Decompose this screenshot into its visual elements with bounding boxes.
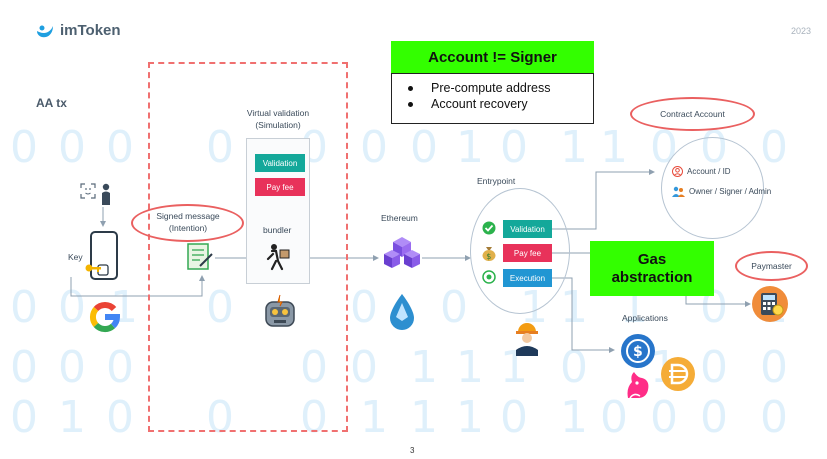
- calculator-icon: [752, 286, 788, 322]
- svg-text:0: 0: [206, 392, 234, 443]
- svg-text:1: 1: [456, 342, 484, 393]
- svg-text:1: 1: [410, 392, 438, 443]
- list-item: Account recovery: [408, 96, 585, 112]
- svg-text:0: 0: [760, 342, 788, 393]
- signed-message-ellipse: [131, 204, 244, 242]
- ep-pay-fee-pill: Pay fee: [503, 244, 552, 262]
- svg-text:0: 0: [300, 392, 328, 443]
- person-icon: [102, 183, 110, 205]
- key-icon: [85, 264, 101, 272]
- svg-text:0: 0: [58, 282, 86, 333]
- account-features-list: Pre-compute address Account recovery: [391, 73, 594, 124]
- svg-text:1: 1: [360, 392, 388, 443]
- courier-icon: [266, 244, 290, 271]
- svg-text:0: 0: [10, 122, 38, 173]
- svg-text:0: 0: [500, 392, 528, 443]
- uniswap-icon: [627, 372, 649, 399]
- svg-text:0: 0: [106, 342, 134, 393]
- svg-text:0: 0: [650, 392, 678, 443]
- imtoken-logo-icon: [37, 25, 53, 37]
- ethereum-drop-icon: [390, 294, 414, 330]
- svg-text:0: 0: [58, 122, 86, 173]
- vv-pay-fee-pill: Pay fee: [255, 178, 305, 196]
- svg-text:0: 0: [700, 392, 728, 443]
- account-signer-heading: Account != Signer: [391, 41, 594, 73]
- svg-text:0: 0: [10, 392, 38, 443]
- svg-text:0: 0: [350, 342, 378, 393]
- svg-text:1: 1: [456, 392, 484, 443]
- money-bag-icon: $: [482, 247, 496, 261]
- imtoken-logo: imToken: [36, 22, 121, 39]
- svg-text:$: $: [486, 252, 491, 261]
- blockchain-cubes-icon: [384, 237, 420, 268]
- ca-roles: Owner / Signer / Admin: [672, 186, 771, 197]
- svg-text:0: 0: [360, 122, 388, 173]
- ca-account-id: Account / ID: [672, 166, 731, 177]
- people-icon: [672, 186, 685, 197]
- list-item: Pre-compute address: [408, 80, 585, 96]
- svg-text:0: 0: [106, 122, 134, 173]
- svg-text:0: 0: [10, 342, 38, 393]
- svg-text:0: 0: [760, 122, 788, 173]
- vv-validation-pill: Validation: [255, 154, 305, 172]
- applications-label: Applications: [622, 313, 668, 323]
- check-icon: [482, 221, 496, 235]
- ethereum-label: Ethereum: [381, 213, 418, 223]
- paymaster-label: Paymaster: [751, 261, 792, 271]
- face-id-icon: [80, 183, 96, 199]
- dai-icon: [661, 357, 695, 391]
- svg-text:1: 1: [456, 122, 484, 173]
- execution-icon: [482, 270, 496, 284]
- svg-text:1: 1: [58, 392, 86, 443]
- paymaster-ellipse: [735, 251, 808, 281]
- svg-text:0: 0: [700, 342, 728, 393]
- svg-text:1: 1: [560, 392, 588, 443]
- contract-account-label: Contract Account: [660, 109, 725, 119]
- svg-text:0: 0: [58, 342, 86, 393]
- svg-text:0: 0: [500, 122, 528, 173]
- svg-text:1: 1: [560, 122, 588, 173]
- usdc-icon: $: [621, 334, 655, 368]
- robot-icon: [265, 294, 295, 327]
- signed-message-label: Signed message (Intention): [156, 211, 220, 233]
- bundler-label: bundler: [263, 225, 292, 235]
- user-circle-icon: [672, 166, 683, 177]
- svg-text:0: 0: [106, 392, 134, 443]
- key-label: Key: [68, 252, 83, 262]
- svg-text:0: 0: [206, 282, 234, 333]
- svg-text:0: 0: [410, 122, 438, 173]
- page-number: 3: [410, 446, 415, 455]
- entrypoint-circle: [470, 188, 570, 314]
- worker-icon: [516, 323, 538, 356]
- svg-text:1: 1: [600, 122, 628, 173]
- year-label: 2023: [790, 26, 811, 36]
- svg-text:1: 1: [410, 342, 438, 393]
- signed-document-icon: [187, 243, 213, 270]
- face-id-person-group: [80, 183, 110, 205]
- svg-text:0: 0: [760, 392, 788, 443]
- svg-text:0: 0: [600, 392, 628, 443]
- svg-text:$: $: [633, 344, 643, 360]
- svg-text:0: 0: [206, 122, 234, 173]
- google-icon: [90, 301, 121, 333]
- contract-account-circle: [661, 137, 764, 239]
- svg-text:1: 1: [560, 282, 588, 333]
- slide-title: AA tx: [36, 96, 67, 110]
- signature-scope-dashed-box: [148, 62, 348, 432]
- ep-validation-pill: Validation: [503, 220, 552, 238]
- logo-text: imToken: [60, 22, 121, 39]
- svg-text:0: 0: [440, 282, 468, 333]
- svg-text:0: 0: [300, 342, 328, 393]
- svg-text:0: 0: [350, 282, 378, 333]
- entrypoint-label: Entrypoint: [477, 176, 516, 186]
- svg-text:0: 0: [10, 282, 38, 333]
- contract-account-ellipse: [630, 97, 755, 131]
- virtual-validation-label: Virtual validation (Simulation): [246, 108, 310, 130]
- ep-execution-pill: Execution: [503, 269, 552, 287]
